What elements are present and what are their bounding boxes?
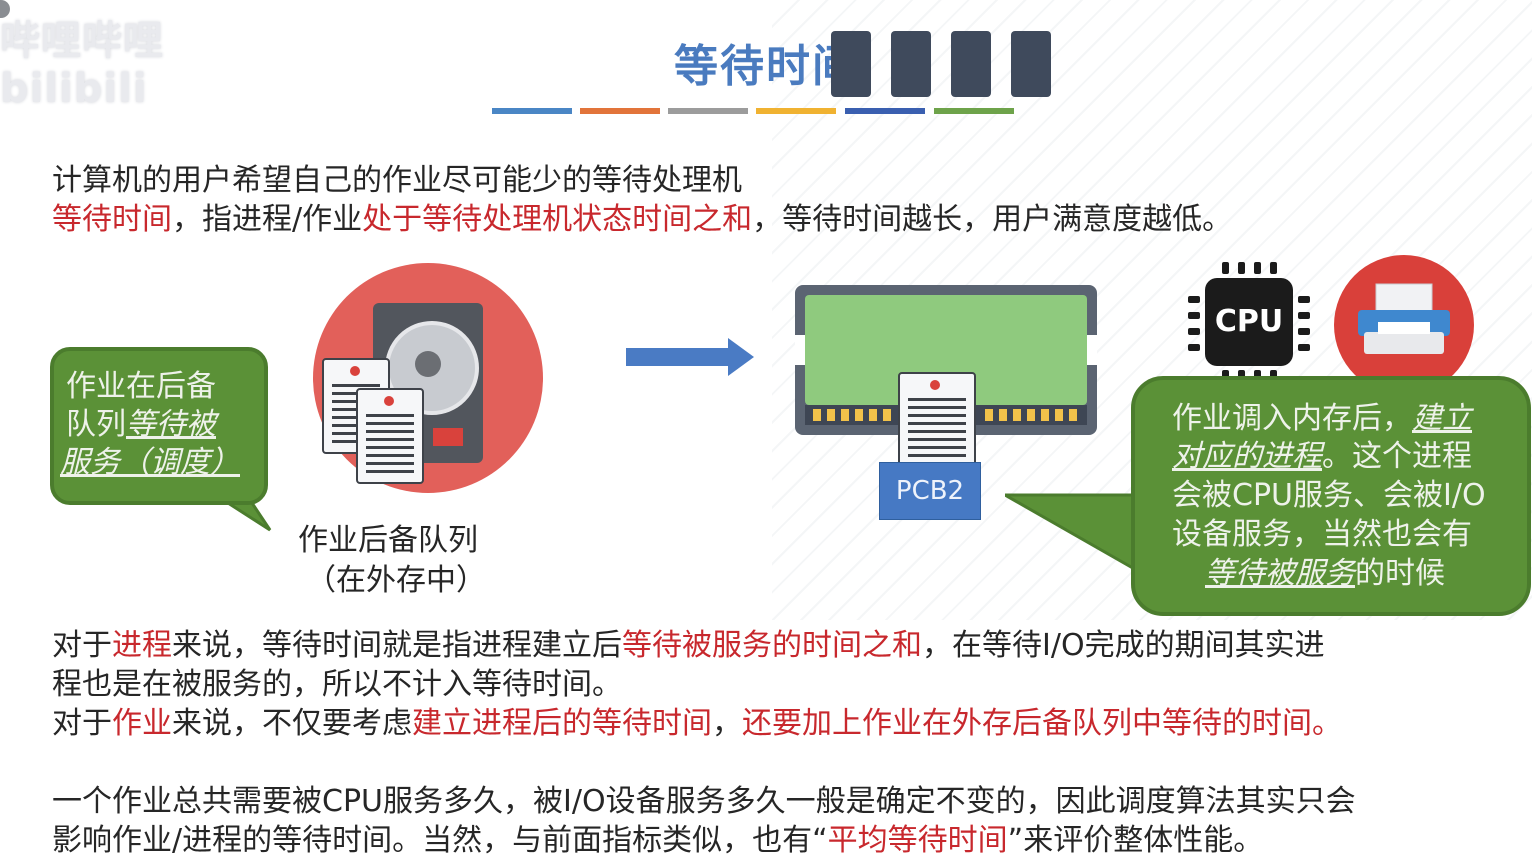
color-bar-segment	[756, 108, 836, 114]
text-span: ，在等待I/O完成的期间其实进	[922, 628, 1325, 663]
job-paragraph: 对于作业来说，不仅要考虑建立进程后的等待时间，还要加上作业在外存后备队列中等待的…	[52, 705, 1342, 743]
definition-highlight: 处于等待处理机状态时间之和	[362, 202, 753, 237]
queue-caption: 作业后备队列	[298, 523, 478, 558]
highlight-span: 作业	[112, 706, 172, 741]
process-paragraph-line1: 对于进程来说，等待时间就是指进程建立后等待被服务的时间之和，在等待I/O完成的期…	[52, 627, 1325, 665]
definition-text-end: ，等待时间越长，用户满意度越低。	[752, 202, 1233, 237]
bubble-emphasis: 服务（调度）	[60, 445, 240, 480]
bubble-body	[1131, 376, 1531, 616]
process-paragraph-line2: 程也是在被服务的，所以不计入等待时间。	[52, 667, 622, 702]
video-watermark: 哔哩哔哩 bilibili	[0, 18, 164, 112]
bubble-line: 队列等待被	[66, 406, 216, 444]
right-arrow-icon	[626, 338, 754, 376]
highlight-span: 等待被服务的时间之和	[622, 628, 922, 663]
bubble-text: 作业调入内存后，	[1172, 401, 1412, 436]
pcb-label: PCB2	[879, 462, 981, 520]
text-span: 对于	[52, 706, 112, 741]
printer-icon	[1358, 283, 1450, 354]
definition-text: ，指进程/作业	[172, 202, 363, 237]
bubble-text: 的时候	[1355, 556, 1445, 591]
color-bar-segment	[845, 108, 925, 114]
color-bar-segment	[668, 108, 748, 114]
corner-indicator	[0, 0, 10, 18]
text-span: 影响作业/进程的等待时间。当然，与前面指标类似，也有“	[52, 823, 828, 858]
color-bar-segment	[580, 108, 660, 114]
slide-title: 等待时间	[674, 41, 858, 92]
memory-chip	[831, 31, 871, 97]
text-span: 来说，不仅要考虑	[172, 706, 412, 741]
bubble-line: 会被CPU服务、会被I/O	[1172, 478, 1486, 513]
definition-line: 等待时间，指进程/作业处于等待处理机状态时间之和，等待时间越长，用户满意度越低。	[52, 201, 1232, 239]
bubble-emphasis: 等待被	[126, 407, 216, 442]
disk-chip	[433, 428, 463, 446]
memory-chip	[891, 31, 931, 97]
text-span: 来说，等待时间就是指进程建立后	[172, 628, 622, 663]
highlight-span: 平均等待时间	[827, 823, 1008, 858]
summary-line2: 影响作业/进程的等待时间。当然，与前面指标类似，也有“平均等待时间”来评价整体性…	[52, 822, 1263, 860]
text-span: ，	[712, 706, 742, 741]
bubble-emphasis: 对应的进程	[1172, 439, 1322, 474]
document-icon	[356, 388, 424, 484]
bubble-emphasis: 建立	[1412, 401, 1472, 436]
bubble-line: 作业在后备	[66, 369, 216, 404]
color-bar-segment	[934, 108, 1014, 114]
bubble-body	[50, 347, 268, 505]
queue-caption-sub: （在外存中）	[306, 563, 486, 598]
bubble-text: 队列	[66, 407, 126, 442]
highlight-span: 进程	[112, 628, 172, 663]
bubble-text: 。这个进程	[1322, 439, 1472, 474]
text-span: ”来评价整体性能。	[1007, 823, 1264, 858]
summary-line1: 一个作业总共需要被CPU服务多久，被I/O设备服务多久一般是确定不变的，因此调度…	[52, 784, 1356, 819]
intro-line: 计算机的用户希望自己的作业尽可能少的等待处理机	[52, 163, 742, 198]
definition-term: 等待时间	[52, 202, 172, 237]
highlight-span: 建立进程后的等待时间	[412, 706, 712, 741]
memory-chip	[951, 31, 991, 97]
bubble-line: 对应的进程。这个进程	[1172, 438, 1472, 476]
pcb-document-icon	[898, 372, 976, 472]
color-bar-segment	[492, 108, 572, 114]
cpu-label: CPU	[1214, 304, 1284, 339]
text-span: 对于	[52, 628, 112, 663]
bubble-line: 作业调入内存后，建立	[1172, 400, 1472, 438]
bubble-line: 设备服务，当然也会有	[1172, 517, 1472, 552]
disk-spindle	[415, 351, 441, 377]
cpu-body: CPU	[1205, 278, 1293, 366]
memory-chip	[1011, 31, 1051, 97]
highlight-span: 还要加上作业在外存后备队列中等待的时间。	[742, 706, 1342, 741]
bubble-emphasis: 等待被服务	[1205, 556, 1355, 591]
bubble-line: 等待被服务的时候	[1205, 555, 1445, 593]
